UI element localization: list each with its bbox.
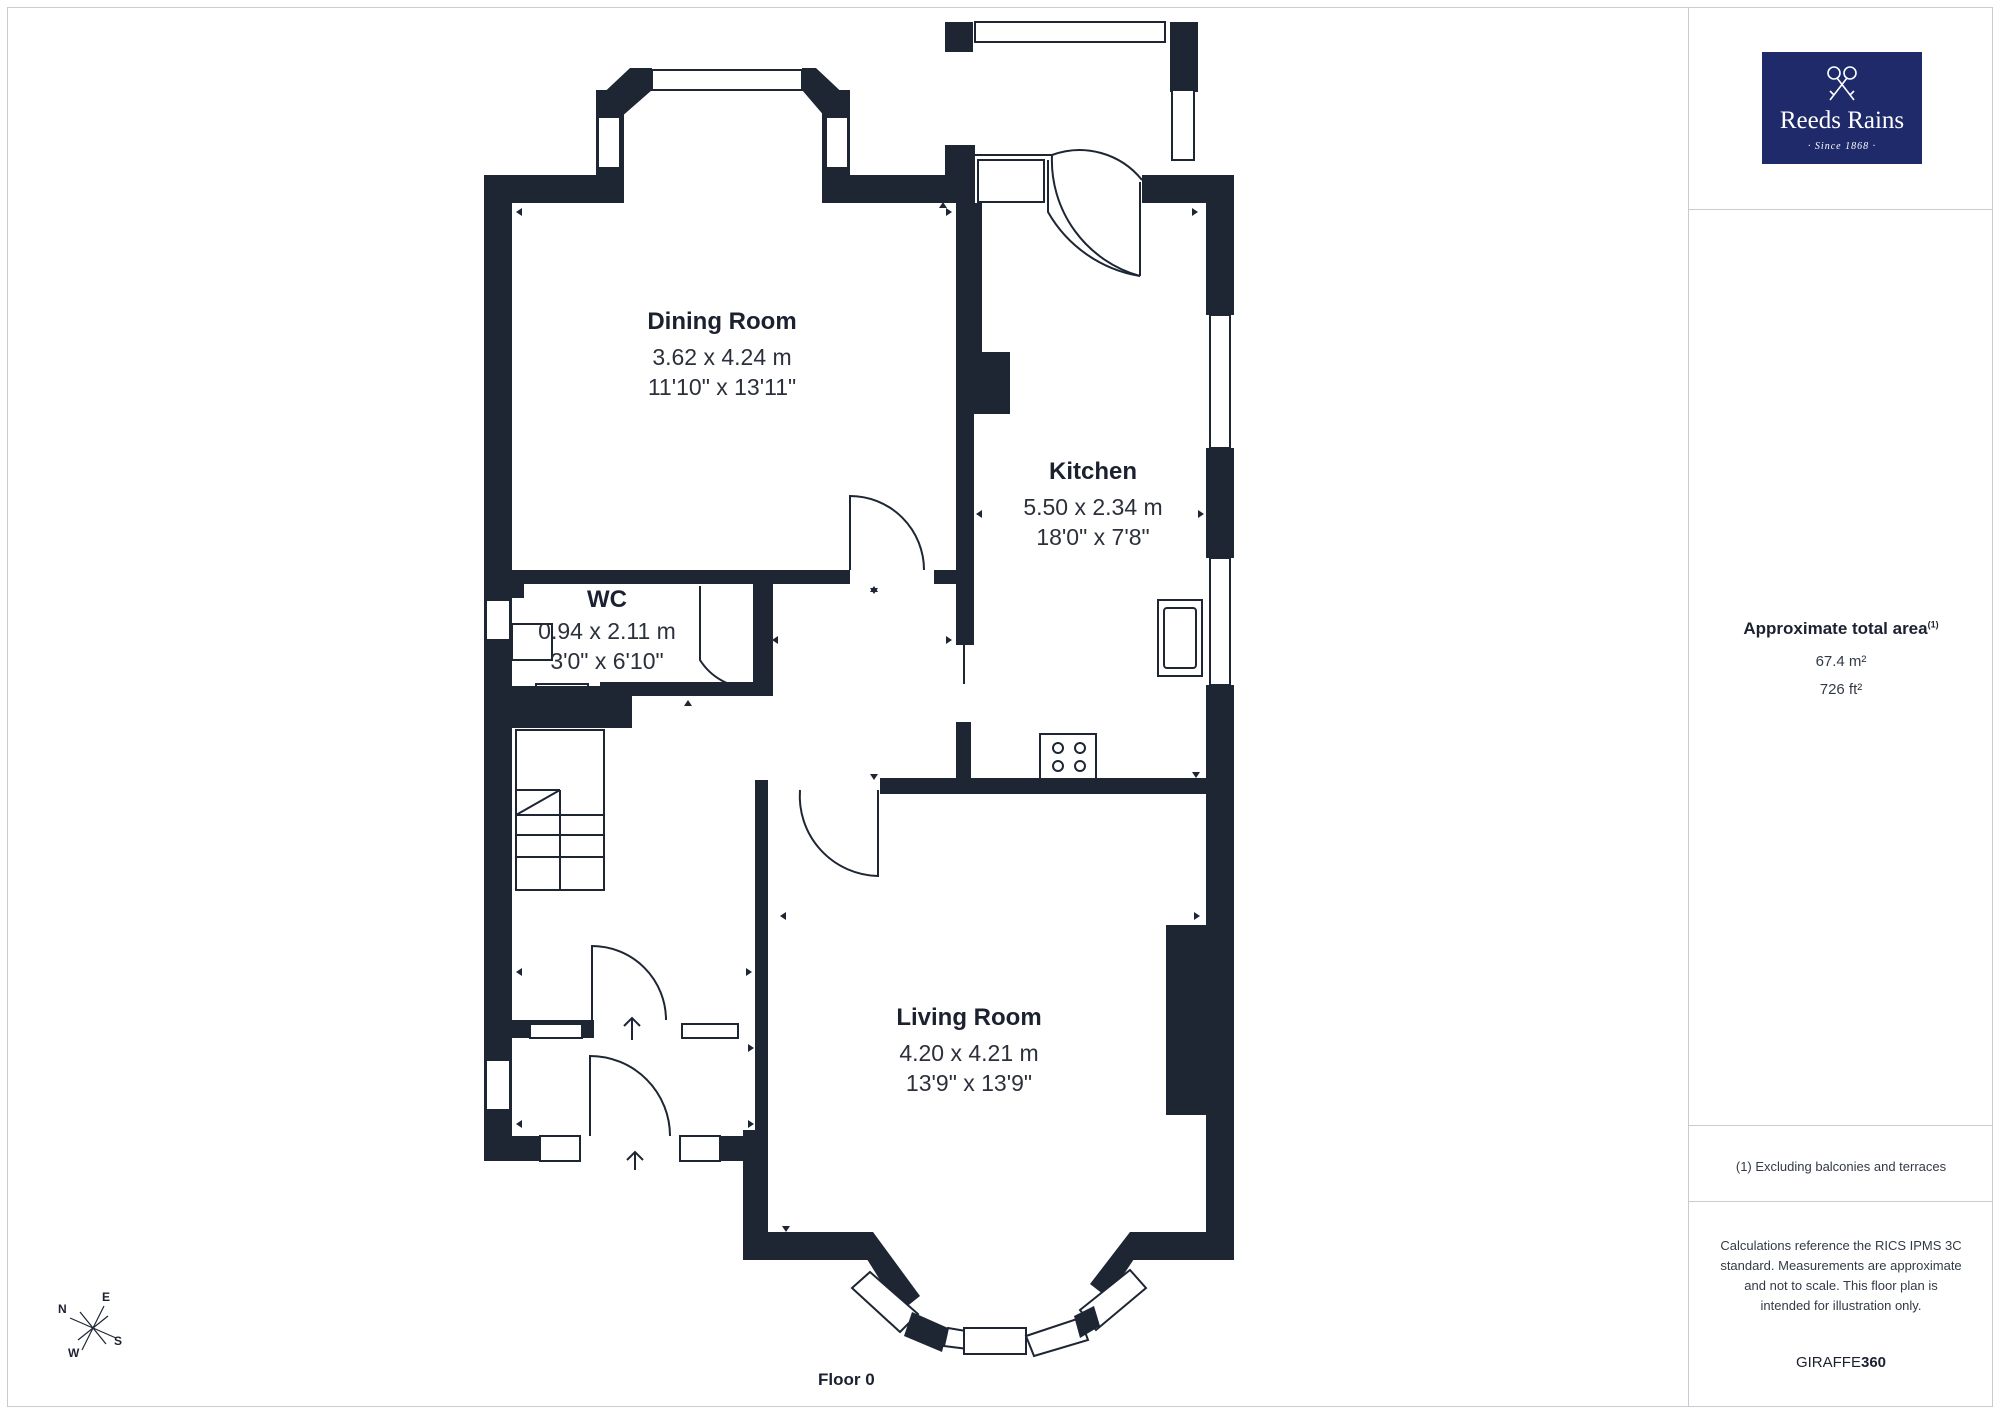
- area-imperial: 726 ft²: [1819, 681, 1863, 698]
- divider: [1689, 209, 1993, 210]
- room-imperial: 18'0" x 7'8": [1036, 524, 1150, 550]
- room-imperial: 3'0" x 6'10": [550, 648, 664, 674]
- floor-plan: [484, 21, 1234, 1358]
- crossed-keys-icon: [1827, 66, 1857, 101]
- footnote: (1) Excluding balconies and terraces: [1735, 1159, 1947, 1174]
- disclaimer: Calculations reference the RICS IPMS 3C …: [1720, 1238, 1962, 1313]
- compass: N E S W: [58, 1290, 128, 1360]
- dining-bay: [596, 68, 850, 118]
- fixtures: [511, 599, 1203, 1043]
- room-kitchen: Kitchen 5.50 x 2.34 m 18'0" x 7'8": [1023, 458, 1162, 552]
- compass-n: N: [58, 1302, 67, 1316]
- room-wc: WC 0.94 x 2.11 m 3'0" x 6'10": [538, 586, 676, 676]
- room-metric: 0.94 x 2.11 m: [538, 618, 676, 644]
- provider-brand: GIRAFFE360: [1689, 1354, 1993, 1371]
- divider: [1689, 1201, 1993, 1202]
- room-living: Living Room 4.20 x 4.21 m 13'9" x 13'9": [896, 1004, 1041, 1098]
- area-metric: 67.4 m²: [1815, 653, 1867, 670]
- provider-suffix: 360: [1860, 1354, 1887, 1371]
- provider-name: GIRAFFE: [1795, 1354, 1861, 1371]
- doors: [589, 149, 1143, 1137]
- area-note-mark: (1): [1927, 619, 1939, 630]
- room-metric: 3.62 x 4.24 m: [652, 344, 792, 370]
- page-frame: [7, 7, 1993, 1407]
- compass-w: W: [68, 1346, 80, 1360]
- logo-since: · Since 1868 ·: [1807, 141, 1877, 152]
- room-imperial: 13'9" x 13'9": [905, 1070, 1033, 1096]
- room-dining: Dining Room 3.62 x 4.24 m 11'10" x 13'11…: [647, 308, 796, 402]
- brand-logo: Reeds Rains · Since 1868 ·: [1762, 52, 1922, 164]
- logo-name: Reeds Rains: [1779, 107, 1905, 134]
- room-name: Living Room: [896, 1004, 1042, 1031]
- room-metric: 4.20 x 4.21 m: [899, 1040, 1039, 1066]
- floor-label: Floor 0: [818, 1370, 875, 1389]
- compass-s: S: [114, 1334, 123, 1348]
- room-imperial: 11'10" x 13'11": [647, 374, 797, 400]
- compass-rose-icon: [69, 1305, 117, 1351]
- area-title-text: Approximate total area: [1743, 619, 1928, 638]
- info-sidebar: Reeds Rains · Since 1868 · Approximate t…: [1688, 7, 1993, 1407]
- compass-e: E: [102, 1290, 111, 1304]
- entry-arrows: [623, 1016, 644, 1170]
- room-metric: 5.50 x 2.34 m: [1023, 494, 1163, 520]
- room-name: Dining Room: [647, 308, 797, 335]
- area-title: Approximate total area(1): [1689, 619, 1993, 639]
- room-name: Kitchen: [1048, 458, 1138, 485]
- walls: [484, 22, 1234, 1260]
- divider: [1689, 1125, 1993, 1126]
- dimension-markers: [516, 202, 1204, 1232]
- room-name: WC: [587, 586, 627, 613]
- stairs: [515, 729, 605, 891]
- living-bay: [850, 1232, 1152, 1358]
